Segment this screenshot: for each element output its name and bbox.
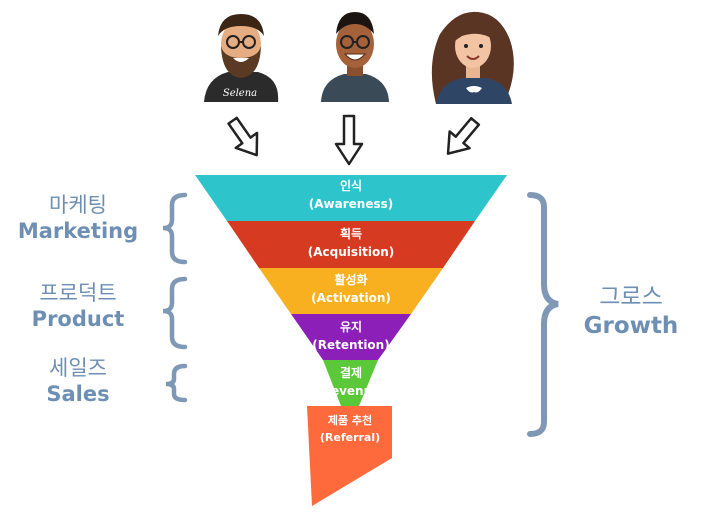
woman-avatar	[432, 12, 514, 104]
stage-label-ko: 결제	[340, 365, 362, 380]
svg-text:Selena: Selena	[223, 88, 257, 99]
funnel: 인식 (Awareness) 획득 (Acquisition) 활성화 (Act…	[195, 175, 507, 506]
stage-label-ko: 인식	[340, 178, 362, 193]
stage-label-en: (Revenue)	[316, 384, 386, 398]
label-sales-en: Sales	[4, 381, 152, 407]
bearded-man-avatar: Selena	[204, 14, 278, 102]
label-marketing-ko: 마케팅	[4, 192, 152, 218]
label-marketing-en: Marketing	[4, 218, 152, 244]
arrow-down-icon-right	[438, 113, 485, 162]
stage-label-ko: 제품 추천	[328, 413, 372, 427]
stage-label-ko: 유지	[340, 319, 362, 334]
label-growth: 그로스 Growth	[566, 283, 696, 341]
label-product-en: Product	[4, 306, 152, 332]
label-growth-ko: 그로스	[566, 283, 696, 312]
label-product: 프로덕트 Product	[4, 280, 152, 333]
arrow-down-icon-middle	[336, 116, 362, 164]
label-sales-ko: 세일즈	[4, 355, 152, 381]
arrow-down-icon-left	[222, 113, 267, 162]
stage-label-ko: 획득	[340, 226, 362, 241]
brace-growth	[530, 195, 558, 434]
brace-product	[163, 279, 185, 347]
label-growth-en: Growth	[566, 312, 696, 341]
stage-label-en: (Awareness)	[309, 197, 393, 211]
label-marketing: 마케팅 Marketing	[4, 192, 152, 245]
stage-label-en: (Activation)	[311, 291, 391, 305]
stage-label-en: (Retention)	[312, 338, 389, 352]
stage-label-en: (Acquisition)	[308, 245, 395, 259]
brace-sales	[166, 366, 185, 400]
brace-marketing	[163, 195, 185, 262]
label-sales: 세일즈 Sales	[4, 355, 152, 408]
stage-label-ko: 활성화	[334, 272, 367, 287]
label-product-ko: 프로덕트	[4, 280, 152, 306]
glasses-man-avatar	[321, 12, 389, 102]
stage-label-en: (Referral)	[320, 431, 380, 444]
